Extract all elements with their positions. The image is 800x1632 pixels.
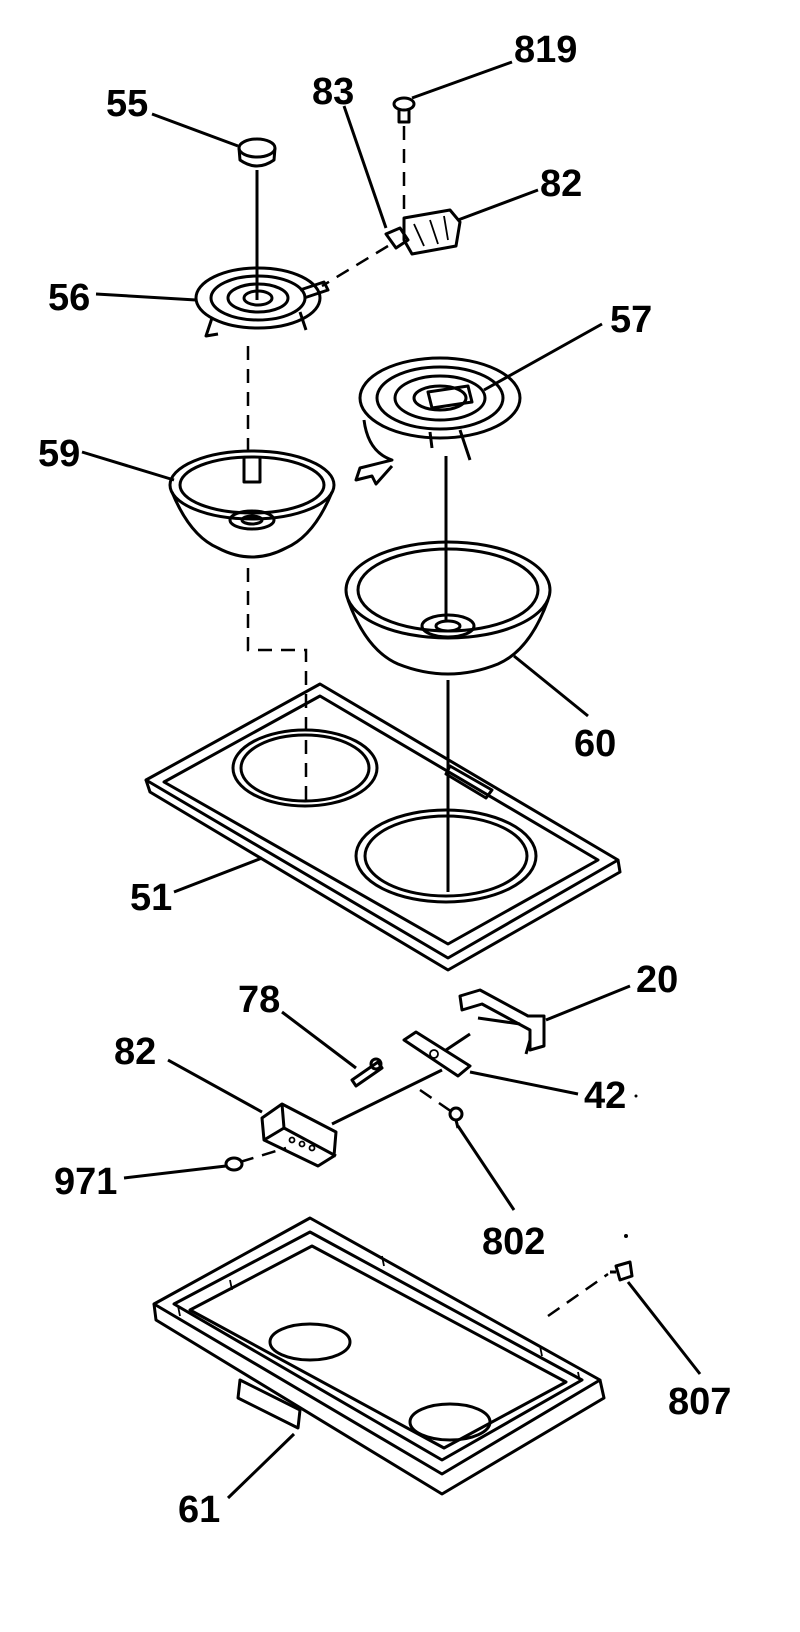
leader-20 <box>545 984 631 1022</box>
assembly-line-802 <box>419 1088 453 1114</box>
callout-802: 802 <box>482 1221 545 1263</box>
leader-59 <box>81 450 175 482</box>
callout-51: 51 <box>130 877 172 919</box>
callout-57: 57 <box>610 299 652 341</box>
leader-802 <box>456 1125 516 1211</box>
part-55-cap <box>237 137 277 168</box>
leader-82-bottom <box>167 1058 263 1114</box>
part-819-screw <box>392 96 416 124</box>
callout-56: 56 <box>48 277 90 319</box>
assembly-line-807 <box>547 1272 609 1318</box>
leader-83 <box>342 105 388 229</box>
leader-971 <box>123 1164 227 1180</box>
callout-20: 20 <box>636 959 678 1001</box>
leader-819 <box>411 60 513 100</box>
assembly-line-59 <box>246 568 308 800</box>
callout-59: 59 <box>38 433 80 475</box>
callout-55: 55 <box>106 83 148 125</box>
part-51-cooktop <box>144 682 622 972</box>
callout-971: 971 <box>54 1161 117 1203</box>
part-42-plate <box>402 1030 472 1078</box>
assembly-line-83 <box>321 244 389 288</box>
leader-60 <box>513 654 589 718</box>
print-speck <box>624 1234 628 1238</box>
print-speck <box>634 1094 638 1098</box>
part-83-clip <box>384 226 410 250</box>
part-20-bracket <box>458 988 546 1055</box>
leader-56 <box>95 292 197 302</box>
leader-55 <box>151 112 239 148</box>
callout-78: 78 <box>238 979 280 1021</box>
part-57-large-surface-element <box>354 356 522 486</box>
leader-42 <box>469 1070 579 1096</box>
callout-819: 819 <box>514 29 577 71</box>
assembly-line-20 <box>445 1032 471 1052</box>
part-78-pin <box>350 1057 384 1088</box>
leader-57 <box>483 322 603 392</box>
leader-61 <box>226 1432 296 1500</box>
part-56-small-surface-element <box>194 266 330 338</box>
part-59-small-drip-bowl <box>168 449 336 559</box>
leader-51 <box>173 856 263 894</box>
part-802-screw <box>448 1106 464 1129</box>
leader-82-top <box>457 188 539 222</box>
callout-60: 60 <box>574 723 616 765</box>
callout-83: 83 <box>312 71 354 113</box>
assembly-line-971 <box>239 1146 287 1164</box>
callout-807: 807 <box>668 1381 731 1423</box>
part-971-washer <box>224 1156 244 1172</box>
leader-lines <box>81 60 702 1500</box>
callout-61: 61 <box>178 1489 220 1531</box>
assembly-line-82-bottom <box>331 1068 443 1126</box>
leader-78 <box>281 1010 357 1070</box>
callout-82-bottom: 82 <box>114 1031 156 1073</box>
part-82-terminal-block-top <box>402 208 462 256</box>
callout-82-top: 82 <box>540 163 582 205</box>
part-807-screw <box>610 1260 634 1282</box>
callout-42: 42 <box>584 1075 626 1117</box>
part-60-large-drip-bowl <box>344 540 552 676</box>
part-61-bottom-pan <box>152 1216 606 1496</box>
part-82-terminal-block-bottom <box>260 1102 338 1168</box>
leader-807 <box>626 1281 702 1375</box>
